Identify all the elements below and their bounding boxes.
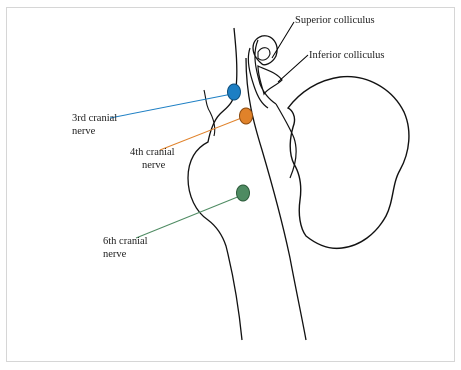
tectum-inner [258,48,270,60]
fourth-nerve-label-line1: 4th cranial [130,147,175,158]
cerebellum-outline [288,77,409,249]
sixth-cranial-nerve-nucleus [237,185,250,201]
third-nerve-label-line1: 3rd cranial [72,113,117,124]
inferior-colliculus-shape [258,66,282,94]
fourth-nerve-label-line2: nerve [142,160,166,171]
inferior-colliculus-leader [278,55,308,82]
superior-colliculus-shape [253,36,277,65]
fourth-cranial-nerve-nucleus [240,108,253,124]
sixth-nerve-leader [136,196,240,238]
third-nerve-label-line2: nerve [72,126,96,137]
third-cranial-nerve-nucleus [228,84,241,100]
brainstem-anterior-outline [188,28,242,340]
third-nerve-leader [110,94,232,118]
sixth-nerve-label-line2: nerve [103,249,127,260]
superior-colliculus-leader [272,22,294,58]
sixth-nerve-label-line1: 6th cranial [103,236,148,247]
inferior-colliculus-label: Inferior colliculus [309,50,385,61]
brainstem-posterior-line [246,58,306,340]
superior-colliculus-label: Superior colliculus [295,15,375,26]
